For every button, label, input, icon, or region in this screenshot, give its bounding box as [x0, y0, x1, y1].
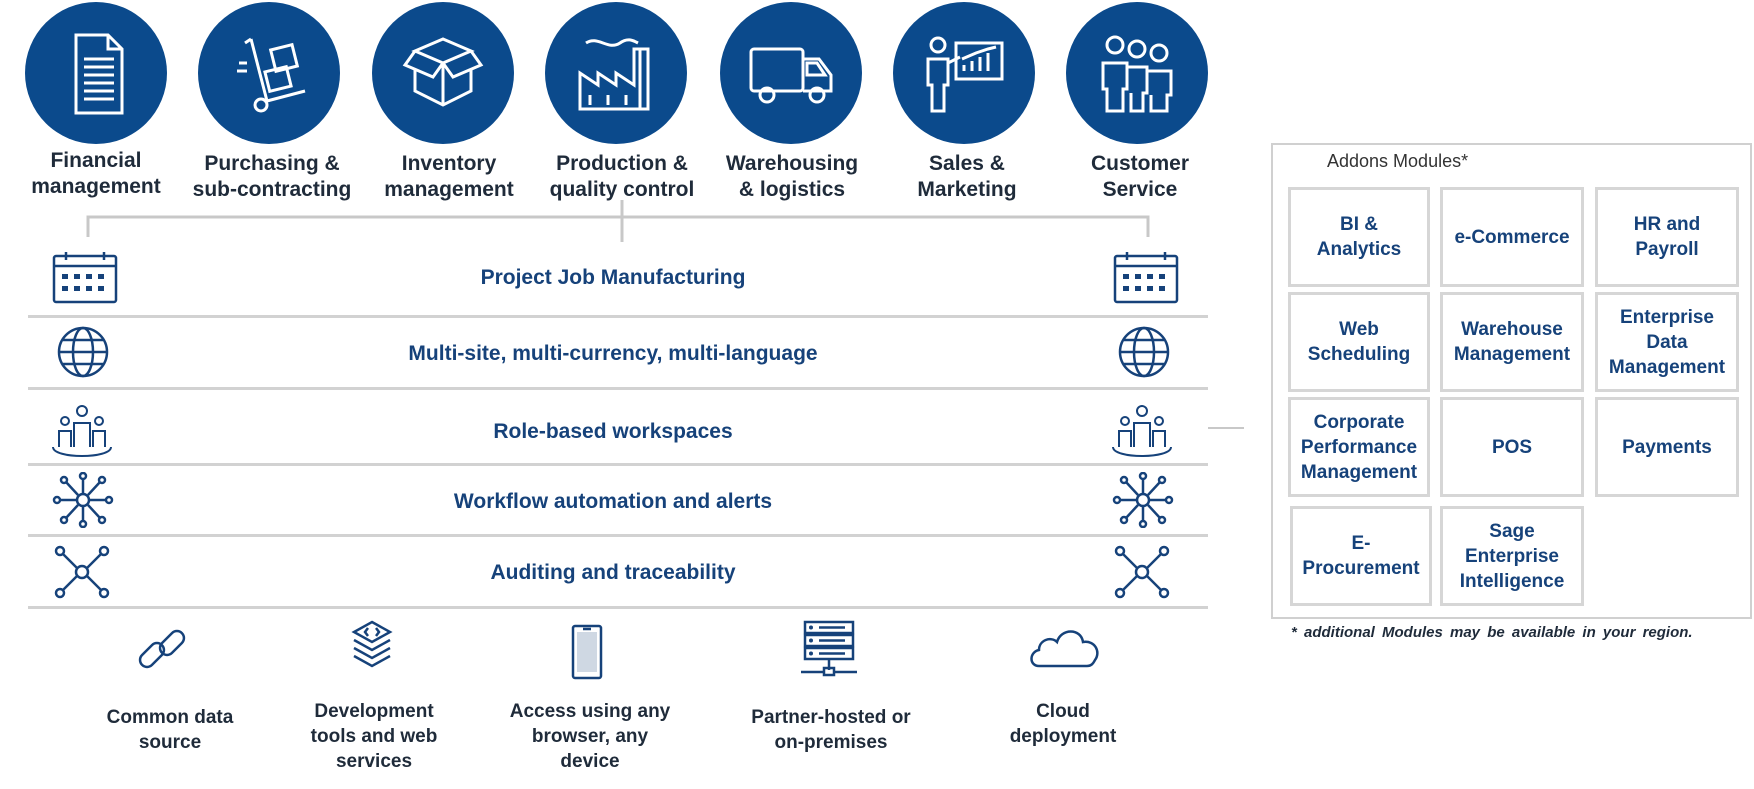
addons-title: Addons Modules*	[1327, 151, 1469, 171]
addon-bi-analytics: BI & Analytics	[1288, 187, 1430, 287]
team-icon	[1107, 403, 1177, 459]
open-box-icon	[402, 37, 484, 107]
truck-icon	[749, 47, 833, 104]
document-icon	[74, 33, 124, 115]
feature-workflow: Workflow automation and alerts	[453, 490, 773, 513]
cloud-icon	[1025, 618, 1105, 682]
team-icon	[47, 403, 117, 459]
module-label-production: Production & quality control	[549, 152, 695, 201]
addons-footnote: * additional Modules may be available in…	[1291, 624, 1693, 641]
feature-auditing: Auditing and traceability	[490, 561, 736, 584]
platform-label-hosting: Partner-hosted or on-premises	[751, 707, 911, 753]
module-circle-purchasing	[198, 2, 340, 144]
divider	[28, 606, 1208, 609]
addon-e-procurement: E- Procurement	[1290, 506, 1432, 606]
module-circle-inventory	[372, 2, 514, 144]
module-label-purchasing: Purchasing & sub-contracting	[192, 152, 352, 201]
addons-panel	[1271, 143, 1752, 619]
link-icon	[124, 618, 204, 682]
hub-icon	[1108, 471, 1178, 529]
network-icon	[1107, 544, 1177, 600]
hub-icon	[48, 471, 118, 529]
addon-web-scheduling: Web Scheduling	[1288, 292, 1430, 392]
divider	[28, 315, 1208, 318]
globe-icon	[1109, 324, 1179, 380]
network-icon	[47, 544, 117, 600]
addons-connector	[1208, 427, 1244, 429]
addon-pos: POS	[1440, 397, 1584, 497]
server-icon	[789, 620, 869, 684]
layers-code-icon	[332, 618, 412, 682]
platform-label-access: Access using any browser, any device	[509, 701, 671, 772]
calendar-icon	[50, 250, 120, 306]
people-icon	[1101, 35, 1173, 113]
addon-enterprise-data-management: Enterprise Data Management	[1595, 292, 1739, 392]
module-circle-financial	[25, 2, 167, 144]
platform-label-common-data: Common data source	[106, 707, 234, 753]
module-label-financial: Financial management	[31, 149, 161, 198]
module-label-warehousing: Warehousing & logistics	[725, 152, 859, 201]
feature-project-job: Project Job Manufacturing	[480, 266, 746, 289]
addon-corporate-performance: Corporate Performance Management	[1288, 397, 1430, 497]
globe-icon	[48, 324, 118, 380]
mobile-icon	[547, 622, 627, 686]
module-circle-sales	[893, 2, 1035, 144]
divider	[28, 387, 1208, 390]
feature-role-based: Role-based workspaces	[493, 420, 733, 443]
module-label-sales: Sales & Marketing	[917, 152, 1017, 201]
addon-sage-enterprise-intelligence: Sage Enterprise Intelligence	[1440, 506, 1584, 606]
feature-multi-site: Multi-site, multi-currency, multi-langua…	[408, 342, 818, 365]
module-circle-production	[545, 2, 687, 144]
module-label-inventory: Inventory management	[384, 152, 514, 201]
divider	[28, 463, 1208, 466]
presentation-icon	[926, 36, 1004, 113]
platform-label-cloud: Cloud deployment	[1009, 701, 1117, 747]
platform-label-dev-tools: Development tools and web services	[310, 701, 438, 772]
addon-hr-payroll: HR and Payroll	[1595, 187, 1739, 287]
divider	[28, 534, 1208, 537]
module-circle-customer	[1066, 2, 1208, 144]
calendar-icon	[1111, 250, 1181, 306]
module-label-customer: Customer Service	[1090, 152, 1190, 201]
addon-e-commerce: e-Commerce	[1440, 187, 1584, 287]
module-circle-warehousing	[720, 2, 862, 144]
addon-payments: Payments	[1595, 397, 1739, 497]
addon-warehouse-management: Warehouse Management	[1440, 292, 1584, 392]
hand-truck-icon	[237, 37, 306, 113]
bracket-connector	[86, 200, 1150, 242]
factory-icon	[578, 38, 650, 111]
